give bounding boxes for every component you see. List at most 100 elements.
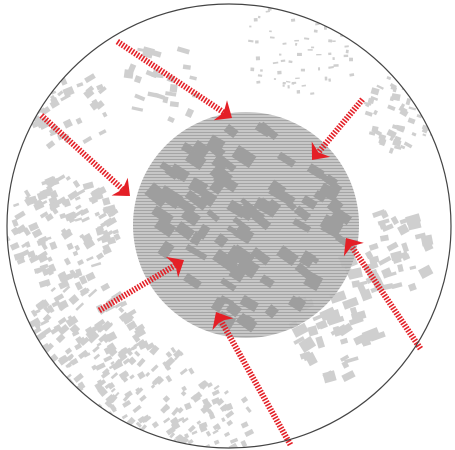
- building-footprint: [67, 190, 80, 201]
- building-footprint: [389, 96, 395, 102]
- arrow-shaft-stripe: [390, 305, 397, 311]
- arrow-shaft-stripe: [400, 320, 407, 326]
- building-footprint: [62, 198, 72, 208]
- building-footprint: [50, 286, 56, 293]
- building-footprint: [89, 100, 100, 111]
- building-footprints: [7, 4, 448, 448]
- building-footprint: [273, 78, 277, 80]
- building-footprint: [378, 255, 392, 266]
- building-footprint: [97, 86, 107, 95]
- building-footprint: [377, 218, 390, 226]
- building-footprint: [290, 18, 296, 22]
- building-footprint: [380, 210, 389, 219]
- building-footprint: [131, 345, 138, 351]
- arrow-shaft-stripe: [158, 67, 163, 74]
- focus-building: [231, 144, 257, 169]
- building-footprint: [106, 345, 117, 355]
- focus-building: [206, 209, 220, 223]
- arrow-shaft-stripe: [328, 134, 335, 140]
- building-footprint: [77, 381, 86, 390]
- focus-building: [287, 295, 306, 312]
- building-footprint: [315, 320, 326, 330]
- building-footprint: [92, 345, 100, 353]
- red-arrowhead-icon: [165, 256, 185, 278]
- arrow-shaft-stripe: [150, 62, 156, 69]
- focus-building: [214, 153, 237, 173]
- building-footprint: [34, 308, 41, 314]
- focus-building: [239, 197, 258, 213]
- building-footprint: [253, 17, 258, 22]
- building-footprint: [48, 369, 59, 379]
- building-footprint: [75, 268, 83, 277]
- building-footprint: [301, 84, 306, 87]
- building-footprint: [126, 308, 137, 318]
- building-footprint: [349, 73, 355, 77]
- arrow-shaft-stripe: [72, 143, 78, 150]
- building-footprint: [348, 315, 364, 326]
- building-footprint: [14, 210, 26, 221]
- building-footprint: [75, 117, 83, 125]
- arrow-shaft-stripe: [260, 394, 267, 400]
- building-footprint: [152, 375, 162, 386]
- building-footprint: [344, 356, 359, 364]
- building-footprint: [40, 319, 50, 326]
- building-footprint: [83, 237, 96, 250]
- building-footprint: [324, 26, 327, 30]
- building-footprint: [137, 371, 146, 380]
- building-footprint: [94, 382, 104, 392]
- building-footprint: [205, 430, 212, 437]
- building-footprint: [410, 80, 419, 86]
- building-footprint: [136, 357, 146, 368]
- building-footprint: [110, 405, 117, 413]
- building-footprint: [291, 81, 295, 85]
- building-footprint: [206, 382, 213, 388]
- building-footprint: [126, 426, 135, 435]
- building-footprint: [177, 407, 184, 414]
- building-footprint: [376, 84, 384, 90]
- building-footprint: [288, 60, 293, 64]
- building-footprint: [181, 417, 189, 424]
- arrow-shaft-stripe: [41, 115, 47, 121]
- arrow-shaft-stripe: [218, 107, 223, 114]
- building-footprint: [79, 207, 90, 217]
- building-footprint: [411, 132, 417, 137]
- building-footprint: [255, 56, 261, 61]
- building-footprint: [131, 432, 142, 443]
- building-footprint: [386, 75, 392, 81]
- building-footprint: [215, 423, 222, 431]
- building-footprint: [229, 437, 239, 444]
- arrow-shaft-stripe: [345, 113, 352, 119]
- building-footprint: [140, 424, 148, 431]
- red-arrowhead-icon: [213, 100, 233, 121]
- arrow-shaft-stripe: [140, 55, 146, 62]
- arrow-shaft-stripe: [146, 277, 152, 284]
- arrow-shaft-stripe: [114, 181, 121, 188]
- focus-building: [250, 247, 271, 266]
- building-footprint: [71, 330, 80, 337]
- arrow-shaft-stripe: [57, 129, 63, 135]
- arrow-shaft-stripe: [119, 185, 125, 192]
- arrow-shaft-stripe: [371, 278, 378, 284]
- arrow-shaft-stripe: [237, 352, 244, 358]
- building-footprint: [47, 304, 55, 314]
- arrow-shaft-stripe: [70, 141, 76, 148]
- building-footprint: [269, 30, 272, 33]
- building-footprint: [399, 216, 412, 225]
- building-footprint: [397, 223, 410, 236]
- arrow-shaft-stripe: [393, 310, 400, 316]
- building-footprint: [250, 67, 255, 72]
- building-footprint: [405, 97, 412, 106]
- movement-arrow: [115, 39, 233, 121]
- building-footprint: [373, 109, 378, 116]
- building-footprint: [95, 362, 106, 371]
- building-footprint: [240, 440, 248, 448]
- building-footprint: [304, 351, 318, 367]
- building-footprint: [162, 361, 169, 368]
- focus-building: [180, 207, 202, 227]
- building-footprint: [77, 259, 85, 266]
- arrow-shaft-stripe: [92, 161, 98, 168]
- arrow-shaft-stripe: [381, 293, 388, 299]
- arrow-shaft-stripe: [68, 139, 74, 145]
- arrow-shaft-stripe: [105, 302, 110, 309]
- arrow-shaft-stripe: [378, 288, 385, 294]
